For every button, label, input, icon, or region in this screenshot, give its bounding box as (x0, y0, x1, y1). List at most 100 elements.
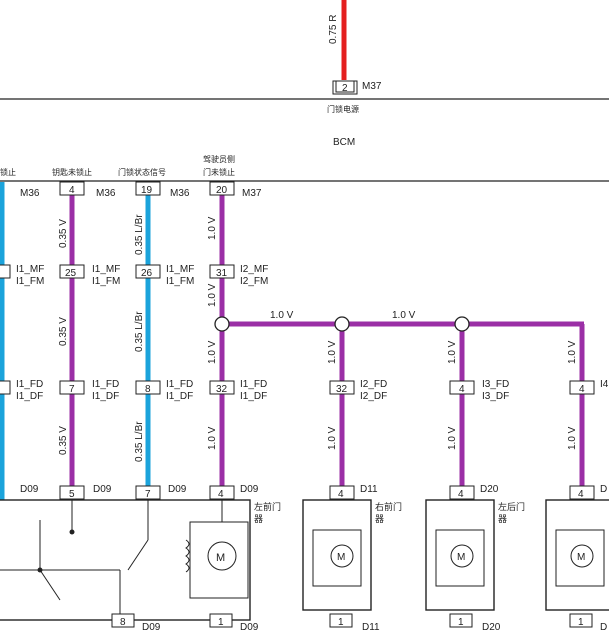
wire-c-3: 1.0 V (207, 340, 218, 364)
r3-l2b: I1_DF (166, 391, 193, 402)
wire-c-2: 1.0 V (207, 283, 218, 307)
r3-l6a: I4 (600, 379, 609, 390)
header-unlock: 门未锁止 (203, 167, 235, 177)
top-power-label: 门锁电源 (327, 104, 359, 114)
door-label-3: 左后门 (498, 501, 525, 512)
wire-c-9: 1.0 V (447, 426, 458, 450)
top-conn: M37 (362, 81, 382, 92)
motor-3: M (457, 552, 465, 563)
pin-r4-4: 4 (338, 489, 344, 500)
bcm-label: BCM (333, 137, 355, 148)
conn-r4-6: D (600, 484, 607, 495)
pin-r2-1: 25 (65, 268, 77, 279)
conn-r4-2: D09 (168, 484, 187, 495)
r3-l5a: I3_FD (482, 379, 509, 390)
r3-l0b: I1_DF (16, 391, 43, 402)
conn-r1-0: M36 (20, 188, 40, 199)
pin-r4-1: 5 (69, 489, 75, 500)
conn-r1-2: M36 (170, 188, 190, 199)
conn-r1-3: M37 (242, 188, 262, 199)
r2-l0b: I1_FM (16, 276, 44, 287)
wire-a-3: 0.35 V (58, 426, 69, 455)
r2-l0a: I1_MF (16, 264, 44, 275)
wire-c-7: 1.0 V (207, 426, 218, 450)
pin-r1-3: 20 (216, 185, 228, 196)
r2-l3a: I2_MF (240, 264, 268, 275)
wire-c-4: 1.0 V (327, 340, 338, 364)
wire-b-2: 0.35 L/Br (134, 311, 145, 352)
pin-r4-2: 7 (145, 489, 151, 500)
door-label-1b: 器 (254, 514, 263, 524)
r3-l2a: I1_FD (166, 379, 193, 390)
wire-label-h2: 1.0 V (392, 310, 416, 321)
motor-2: M (337, 552, 345, 563)
bot-pin-5: 1 (578, 617, 584, 628)
wire-label-h1: 1.0 V (270, 310, 294, 321)
r3-l4b: I2_DF (360, 391, 387, 402)
header-lock: 锁止 (0, 167, 16, 177)
bot-pin-1: 8 (120, 617, 126, 628)
door-label-1: 左前门 (254, 501, 281, 512)
pin-r4-5: 4 (458, 489, 464, 500)
pin-r2-2: 26 (141, 268, 153, 279)
pin-r3-1: 7 (69, 384, 75, 395)
wire-a-1: 0.35 V (58, 219, 69, 248)
r2-l2a: I1_MF (166, 264, 194, 275)
motor-4: M (577, 552, 585, 563)
pin-r3-4: 32 (336, 384, 348, 395)
right-front-door-module (302, 499, 372, 611)
left-rear-door-module (425, 499, 495, 611)
pin-r3-2: 8 (145, 384, 151, 395)
r3-l1a: I1_FD (92, 379, 119, 390)
wire-c-8: 1.0 V (327, 426, 338, 450)
r3-l0a: I1_FD (16, 379, 43, 390)
r3-l3b: I1_DF (240, 391, 267, 402)
bot-conn-1: D09 (142, 622, 161, 633)
wire-c-6: 1.0 V (567, 340, 578, 364)
r2-l1a: I1_MF (92, 264, 120, 275)
splice-2 (334, 316, 350, 332)
header-driver: 驾驶员侧 (203, 154, 235, 164)
splice-1 (214, 316, 230, 332)
pin-r2-3: 31 (216, 268, 228, 279)
bot-conn-2: D09 (240, 622, 259, 633)
header-door-status: 门锁状态信号 (118, 167, 166, 177)
top-wire-label: 0.75 R (328, 15, 339, 44)
door-label-3b: 器 (498, 514, 507, 524)
wire-c-5: 1.0 V (447, 340, 458, 364)
bot-conn-4: D20 (482, 622, 501, 633)
wire-a-2: 0.35 V (58, 317, 69, 346)
pin-r1-2: 19 (141, 185, 153, 196)
bot-pin-4: 1 (458, 617, 464, 628)
door-label-2: 右前门 (375, 501, 402, 512)
motor-1: M (216, 552, 225, 564)
pin-r3-5: 4 (459, 384, 465, 395)
bot-conn-3: D11 (362, 622, 380, 633)
right-rear-door-module (545, 499, 609, 611)
wire-b-3: 0.35 L/Br (134, 421, 145, 462)
conn-r4-0: D09 (20, 484, 39, 495)
door-label-2b: 器 (375, 514, 384, 524)
wire-c-1: 1.0 V (207, 216, 218, 240)
r3-l1b: I1_DF (92, 391, 119, 402)
pin-r1-1: 4 (69, 185, 75, 196)
wire-b-1: 0.35 L/Br (134, 214, 145, 255)
conn-r1-1: M36 (96, 188, 116, 199)
r3-l4a: I2_FD (360, 379, 387, 390)
r2-l2b: I1_FM (166, 276, 194, 287)
r3-l3a: I1_FD (240, 379, 267, 390)
r2-l1b: I1_FM (92, 276, 120, 287)
pin-r3-3: 32 (216, 384, 228, 395)
top-pin: 2 (342, 83, 348, 94)
wire-c-10: 1.0 V (567, 426, 578, 450)
conn-r4-1: D09 (93, 484, 112, 495)
conn-r4-5: D20 (480, 484, 499, 495)
bot-pin-2: 1 (218, 617, 224, 628)
bot-conn-5: D (600, 622, 607, 633)
splice-3 (454, 316, 470, 332)
bot-pin-3: 1 (338, 617, 344, 628)
r3-l5b: I3_DF (482, 391, 509, 402)
r2-l3b: I2_FM (240, 276, 268, 287)
header-key: 钥匙未锁止 (52, 167, 92, 177)
